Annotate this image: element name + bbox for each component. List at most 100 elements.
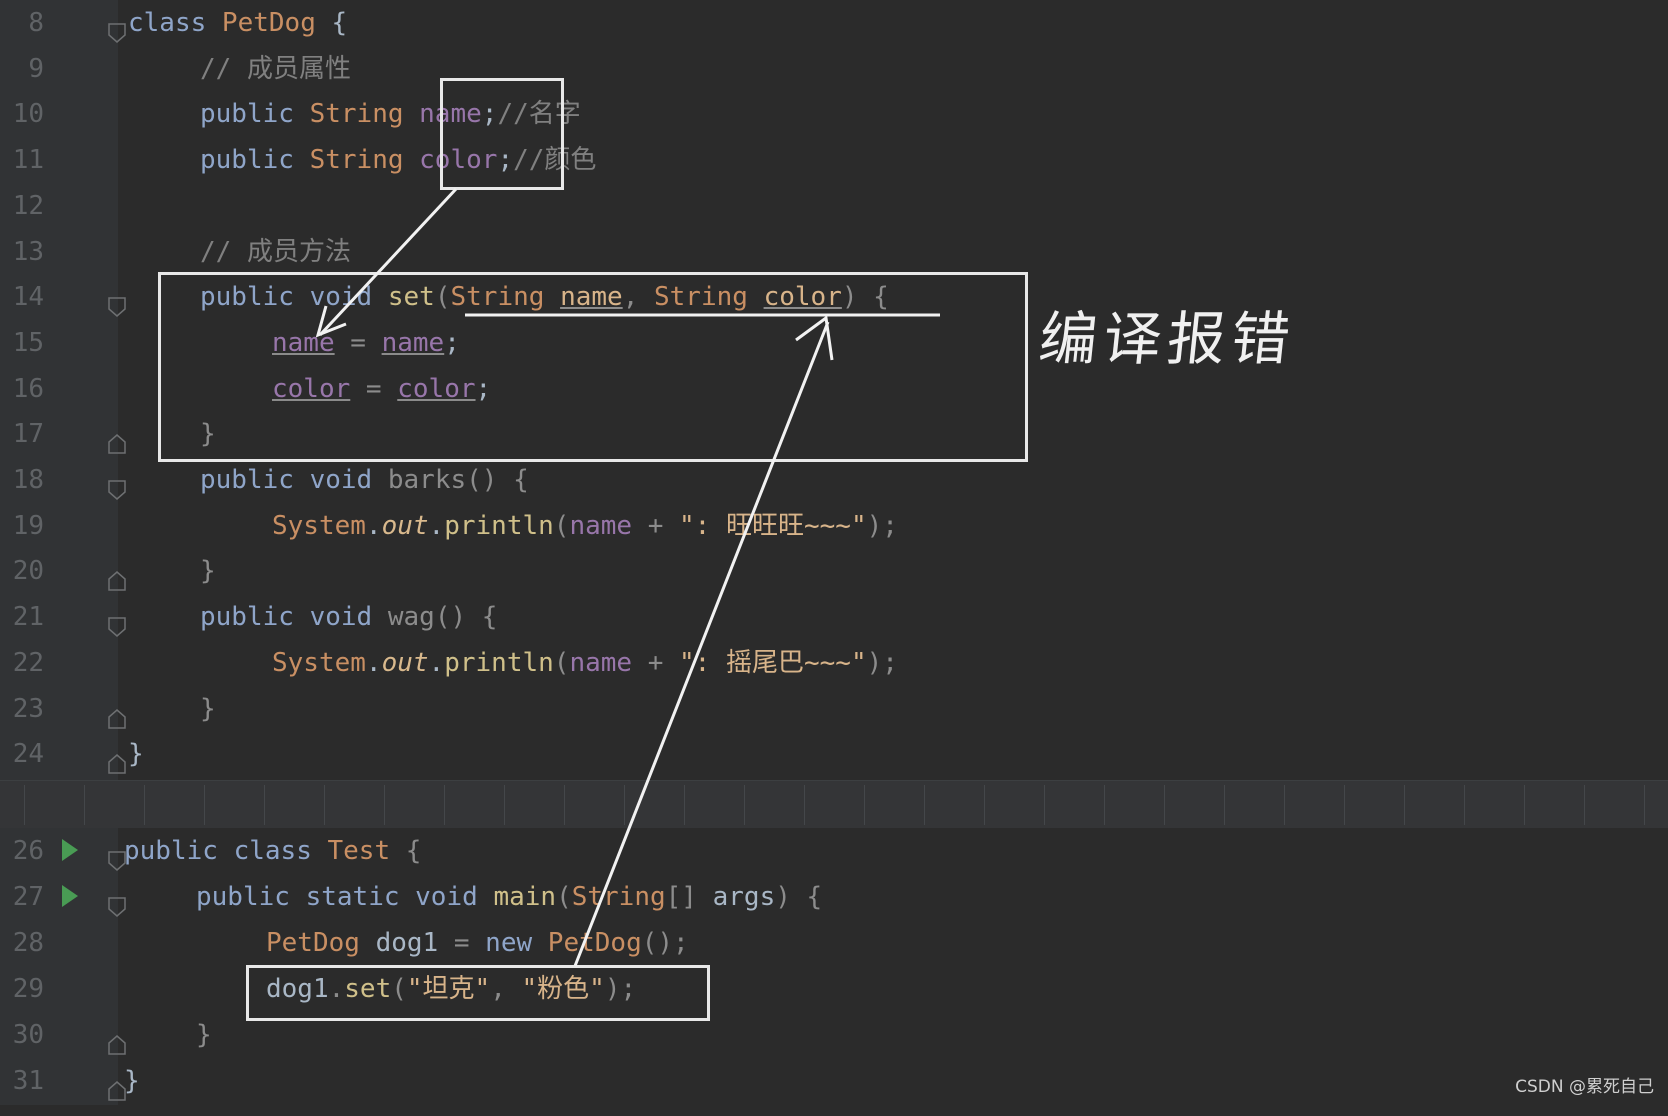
line-number: 14 bbox=[12, 282, 44, 313]
code-token: ; bbox=[444, 327, 460, 358]
code-line[interactable]: 13// 成员方法 bbox=[0, 229, 1668, 275]
code-token: set bbox=[344, 974, 392, 1004]
fold-marker-icon[interactable] bbox=[108, 840, 126, 871]
code-line[interactable]: 28 PetDog dog1 = new PetDog(); bbox=[0, 920, 1668, 966]
line-number: 27 bbox=[12, 882, 44, 912]
code-token: void bbox=[415, 882, 494, 912]
code-token: ; bbox=[475, 373, 492, 404]
code-token: String bbox=[450, 282, 561, 313]
code-token: // 成员方法 bbox=[200, 236, 351, 267]
line-number: 20 bbox=[12, 556, 44, 587]
code-token: = bbox=[438, 928, 486, 958]
code-token: class bbox=[128, 8, 222, 38]
line-number: 19 bbox=[12, 510, 44, 541]
gutter bbox=[0, 828, 118, 1105]
code-token: , bbox=[490, 974, 522, 1004]
fold-marker-icon[interactable] bbox=[108, 469, 126, 500]
line-number: 31 bbox=[12, 1066, 44, 1096]
code-text: System.out.println(name + ": 摇尾巴~~~"); bbox=[272, 640, 898, 686]
code-line[interactable]: 17} bbox=[0, 411, 1668, 457]
code-token: ": 摇尾巴~~~" bbox=[679, 647, 867, 678]
code-token: ) { bbox=[775, 882, 823, 912]
line-number: 12 bbox=[12, 190, 44, 221]
code-line[interactable]: 20} bbox=[0, 548, 1668, 594]
code-line[interactable]: 31} bbox=[0, 1058, 1668, 1104]
code-token: out bbox=[381, 647, 429, 678]
code-token: . bbox=[365, 510, 382, 541]
fold-marker-icon[interactable] bbox=[108, 1024, 126, 1055]
code-text: } bbox=[200, 411, 216, 457]
code-text: name = name; bbox=[272, 320, 460, 366]
code-token: } bbox=[200, 556, 216, 587]
run-gutter-icon[interactable] bbox=[62, 885, 78, 907]
code-line[interactable]: 12 bbox=[0, 183, 1668, 229]
line-number: 30 bbox=[12, 1020, 44, 1050]
line-number: 22 bbox=[12, 647, 44, 678]
code-token: () { bbox=[434, 602, 498, 633]
code-text: PetDog dog1 = new PetDog(); bbox=[266, 920, 689, 966]
divider-tick bbox=[444, 785, 445, 825]
code-token: Test bbox=[327, 836, 406, 866]
code-text: // 成员属性 bbox=[200, 46, 351, 92]
code-token: ; bbox=[497, 145, 514, 176]
line-number: 28 bbox=[12, 928, 44, 958]
code-line[interactable]: 19 System.out.println(name + ": 旺旺旺~~~"); bbox=[0, 503, 1668, 549]
code-token: ( bbox=[553, 647, 570, 678]
line-number: 9 bbox=[28, 53, 44, 84]
line-number: 23 bbox=[12, 693, 44, 724]
code-token: . bbox=[428, 510, 445, 541]
code-line[interactable]: 30} bbox=[0, 1012, 1668, 1058]
line-number: 18 bbox=[12, 465, 44, 495]
code-token: args bbox=[712, 882, 776, 912]
code-token: public bbox=[200, 602, 310, 633]
divider-tick bbox=[1344, 785, 1345, 825]
code-line[interactable]: 23} bbox=[0, 686, 1668, 732]
code-token: color bbox=[397, 373, 476, 404]
code-text: System.out.println(name + ": 旺旺旺~~~"); bbox=[272, 503, 898, 549]
line-number: 16 bbox=[12, 373, 44, 404]
fold-marker-icon[interactable] bbox=[108, 1070, 126, 1101]
divider-tick bbox=[1404, 785, 1405, 825]
fold-marker-icon[interactable] bbox=[108, 286, 126, 318]
code-token: } bbox=[200, 693, 216, 724]
code-token: name bbox=[419, 99, 482, 130]
fold-marker-icon[interactable] bbox=[108, 12, 126, 43]
code-line[interactable]: 22 System.out.println(name + ": 摇尾巴~~~"); bbox=[0, 640, 1668, 686]
gutter bbox=[0, 0, 118, 780]
code-token: PetDog bbox=[266, 928, 376, 958]
divider-tick bbox=[984, 785, 985, 825]
run-gutter-icon[interactable] bbox=[62, 839, 78, 861]
fold-marker-icon[interactable] bbox=[108, 698, 126, 729]
divider-tick bbox=[1524, 785, 1525, 825]
fold-marker-icon[interactable] bbox=[108, 743, 126, 774]
fold-marker-icon[interactable] bbox=[108, 886, 126, 917]
fold-marker-icon[interactable] bbox=[108, 560, 126, 592]
fold-marker-icon[interactable] bbox=[108, 606, 126, 638]
code-line[interactable]: 24} bbox=[0, 731, 1668, 777]
code-token: //名字 bbox=[497, 99, 581, 130]
line-number: 21 bbox=[12, 602, 44, 633]
code-text: public String color;//颜色 bbox=[200, 137, 596, 183]
divider-tick bbox=[1044, 785, 1045, 825]
code-token: dog1 bbox=[266, 974, 329, 1004]
code-token: . bbox=[328, 974, 345, 1004]
code-token: set bbox=[387, 282, 435, 313]
code-line[interactable]: 9 // 成员属性 bbox=[0, 46, 1668, 92]
code-token: public bbox=[200, 99, 310, 130]
code-token: println bbox=[444, 510, 554, 541]
divider-tick bbox=[804, 785, 805, 825]
fold-marker-icon[interactable] bbox=[108, 423, 126, 455]
